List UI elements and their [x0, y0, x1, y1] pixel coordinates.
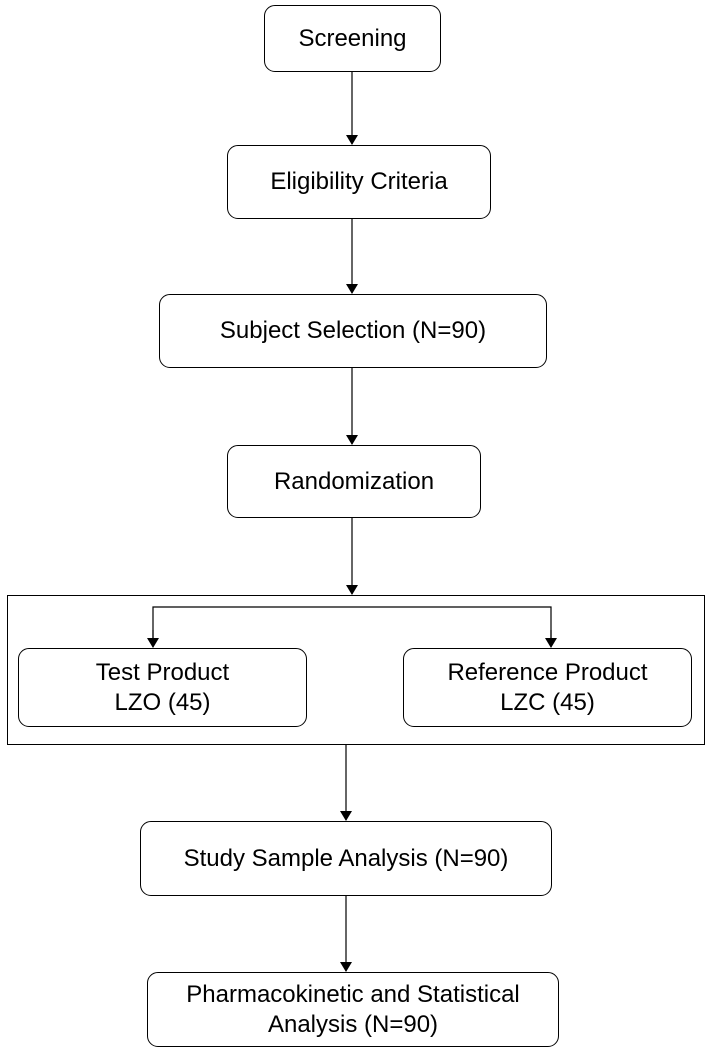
- subject-selection-label: Subject Selection (N=90): [219, 317, 487, 344]
- test-product-count: LZO (45): [114, 688, 211, 716]
- test-product-box: Test Product LZO (45): [18, 648, 307, 727]
- split-connector: [152, 606, 552, 646]
- study-sample-analysis-box: Study Sample Analysis (N=90): [140, 821, 552, 896]
- reference-product-label: Reference Product: [447, 658, 648, 686]
- randomization-label: Randomization: [273, 467, 435, 495]
- reference-product-count: LZC (45): [500, 688, 595, 716]
- randomization-box: Randomization: [227, 445, 481, 518]
- screening-box: Screening: [264, 5, 441, 72]
- pk-analysis-label-line2: Analysis (N=90): [267, 1010, 439, 1038]
- eligibility-label: Eligibility Criteria: [270, 168, 448, 195]
- screening-label: Screening: [298, 24, 407, 52]
- test-product-label: Test Product: [95, 658, 230, 686]
- treatment-group-container: [7, 595, 705, 745]
- pk-statistical-analysis-box: Pharmacokinetic and Statistical Analysis…: [147, 972, 559, 1047]
- study-sample-analysis-label: Study Sample Analysis (N=90): [183, 844, 509, 872]
- reference-product-box: Reference Product LZC (45): [403, 648, 692, 727]
- eligibility-box: Eligibility Criteria: [227, 145, 491, 219]
- subject-selection-box: Subject Selection (N=90): [159, 294, 547, 368]
- pk-analysis-label-line1: Pharmacokinetic and Statistical: [186, 980, 520, 1008]
